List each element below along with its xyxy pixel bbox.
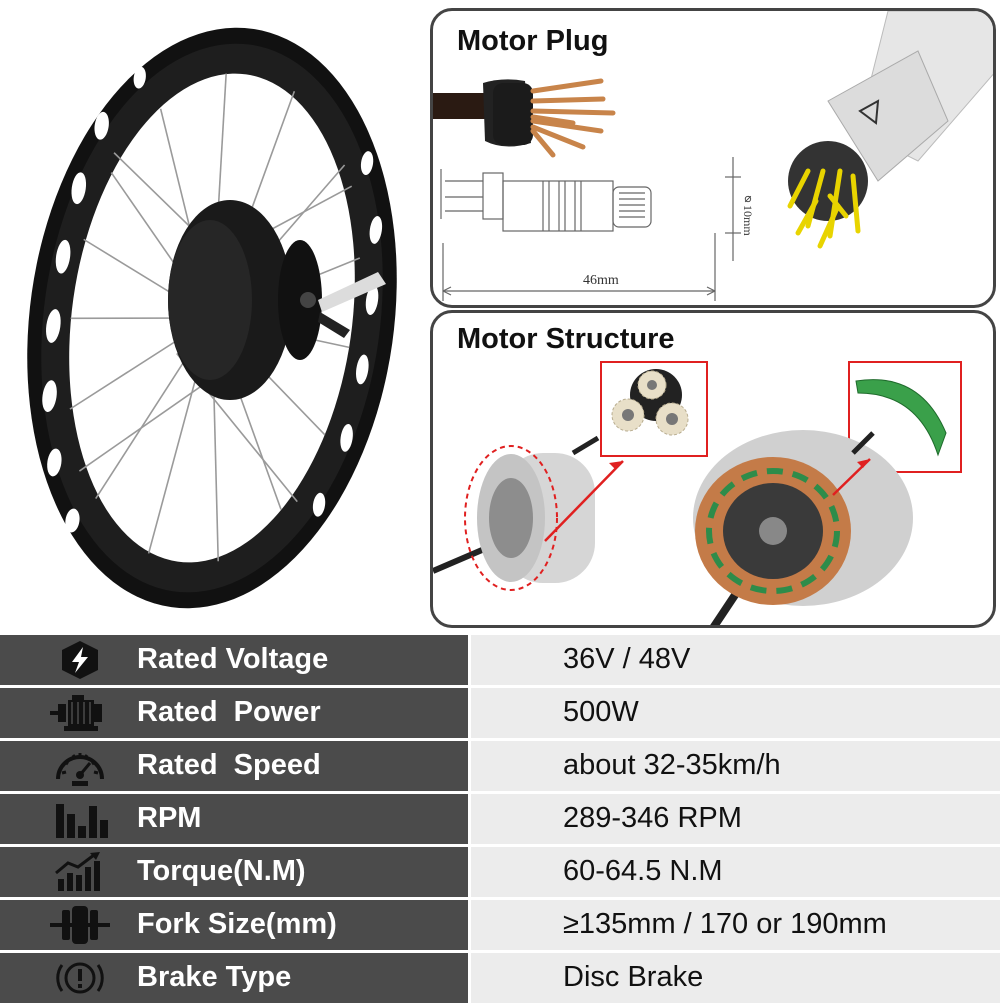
spec-value: Disc Brake [563, 961, 704, 993]
spec-table: Rated Voltage 36V / 48V Rated Power 500W [0, 635, 1000, 1003]
motor-icon [50, 695, 102, 731]
planetary-gear-inset [600, 361, 708, 457]
motor-structure-title: Motor Structure [457, 323, 675, 355]
spec-row-rpm: RPM 289-346 RPM [0, 794, 1000, 844]
lightning-hexagon-icon [62, 641, 98, 679]
spec-label: Rated Power [137, 696, 321, 728]
spec-label: Rated Speed [137, 749, 321, 781]
spec-row-rated-voltage: Rated Voltage 36V / 48V [0, 635, 1000, 685]
spec-label: Torque(N.M) [137, 855, 306, 887]
speedometer-icon [56, 753, 104, 786]
spec-value: 36V / 48V [563, 643, 691, 675]
spec-row-rated-power: Rated Power 500W [0, 688, 1000, 738]
growth-chart-icon [55, 852, 100, 891]
motor-structure-panel: Motor Structure [430, 310, 996, 628]
plug-photo-image [433, 78, 616, 158]
spec-label: Brake Type [137, 961, 292, 993]
spec-value: ≥135mm / 170 or 190mm [563, 908, 887, 940]
bar-chart-icon [56, 804, 108, 838]
spec-value: 500W [563, 696, 639, 728]
spec-label: RPM [137, 802, 202, 834]
spec-value: about 32-35km/h [563, 749, 781, 781]
spec-label: Rated Voltage [137, 643, 329, 675]
plug-connector-image [787, 11, 993, 249]
spec-value: 60-64.5 N.M [563, 855, 723, 887]
motor-internals-image [433, 430, 913, 625]
plug-dimension-drawing [440, 157, 741, 301]
spec-row-rated-speed: Rated Speed about 32-35km/h [0, 741, 1000, 791]
motor-plug-panel: Motor Plug [430, 8, 996, 308]
brake-warning-icon [56, 962, 104, 994]
plug-length-dimension: 46mm [583, 273, 619, 288]
plug-diameter-dimension: ⌀10mm [741, 191, 755, 236]
spec-label: Fork Size(mm) [137, 908, 337, 940]
spec-value: 289-346 RPM [563, 802, 742, 834]
hub-axle-icon [50, 906, 110, 944]
spec-row-fork-size: Fork Size(mm) ≥135mm / 170 or 190mm [0, 900, 1000, 950]
spec-row-brake-type: Brake Type Disc Brake [0, 953, 1000, 1003]
spec-row-torque: Torque(N.M) 60-64.5 N.M [0, 847, 1000, 897]
fat-tire-wheel-image [0, 0, 425, 630]
motor-plug-title: Motor Plug [457, 25, 609, 57]
